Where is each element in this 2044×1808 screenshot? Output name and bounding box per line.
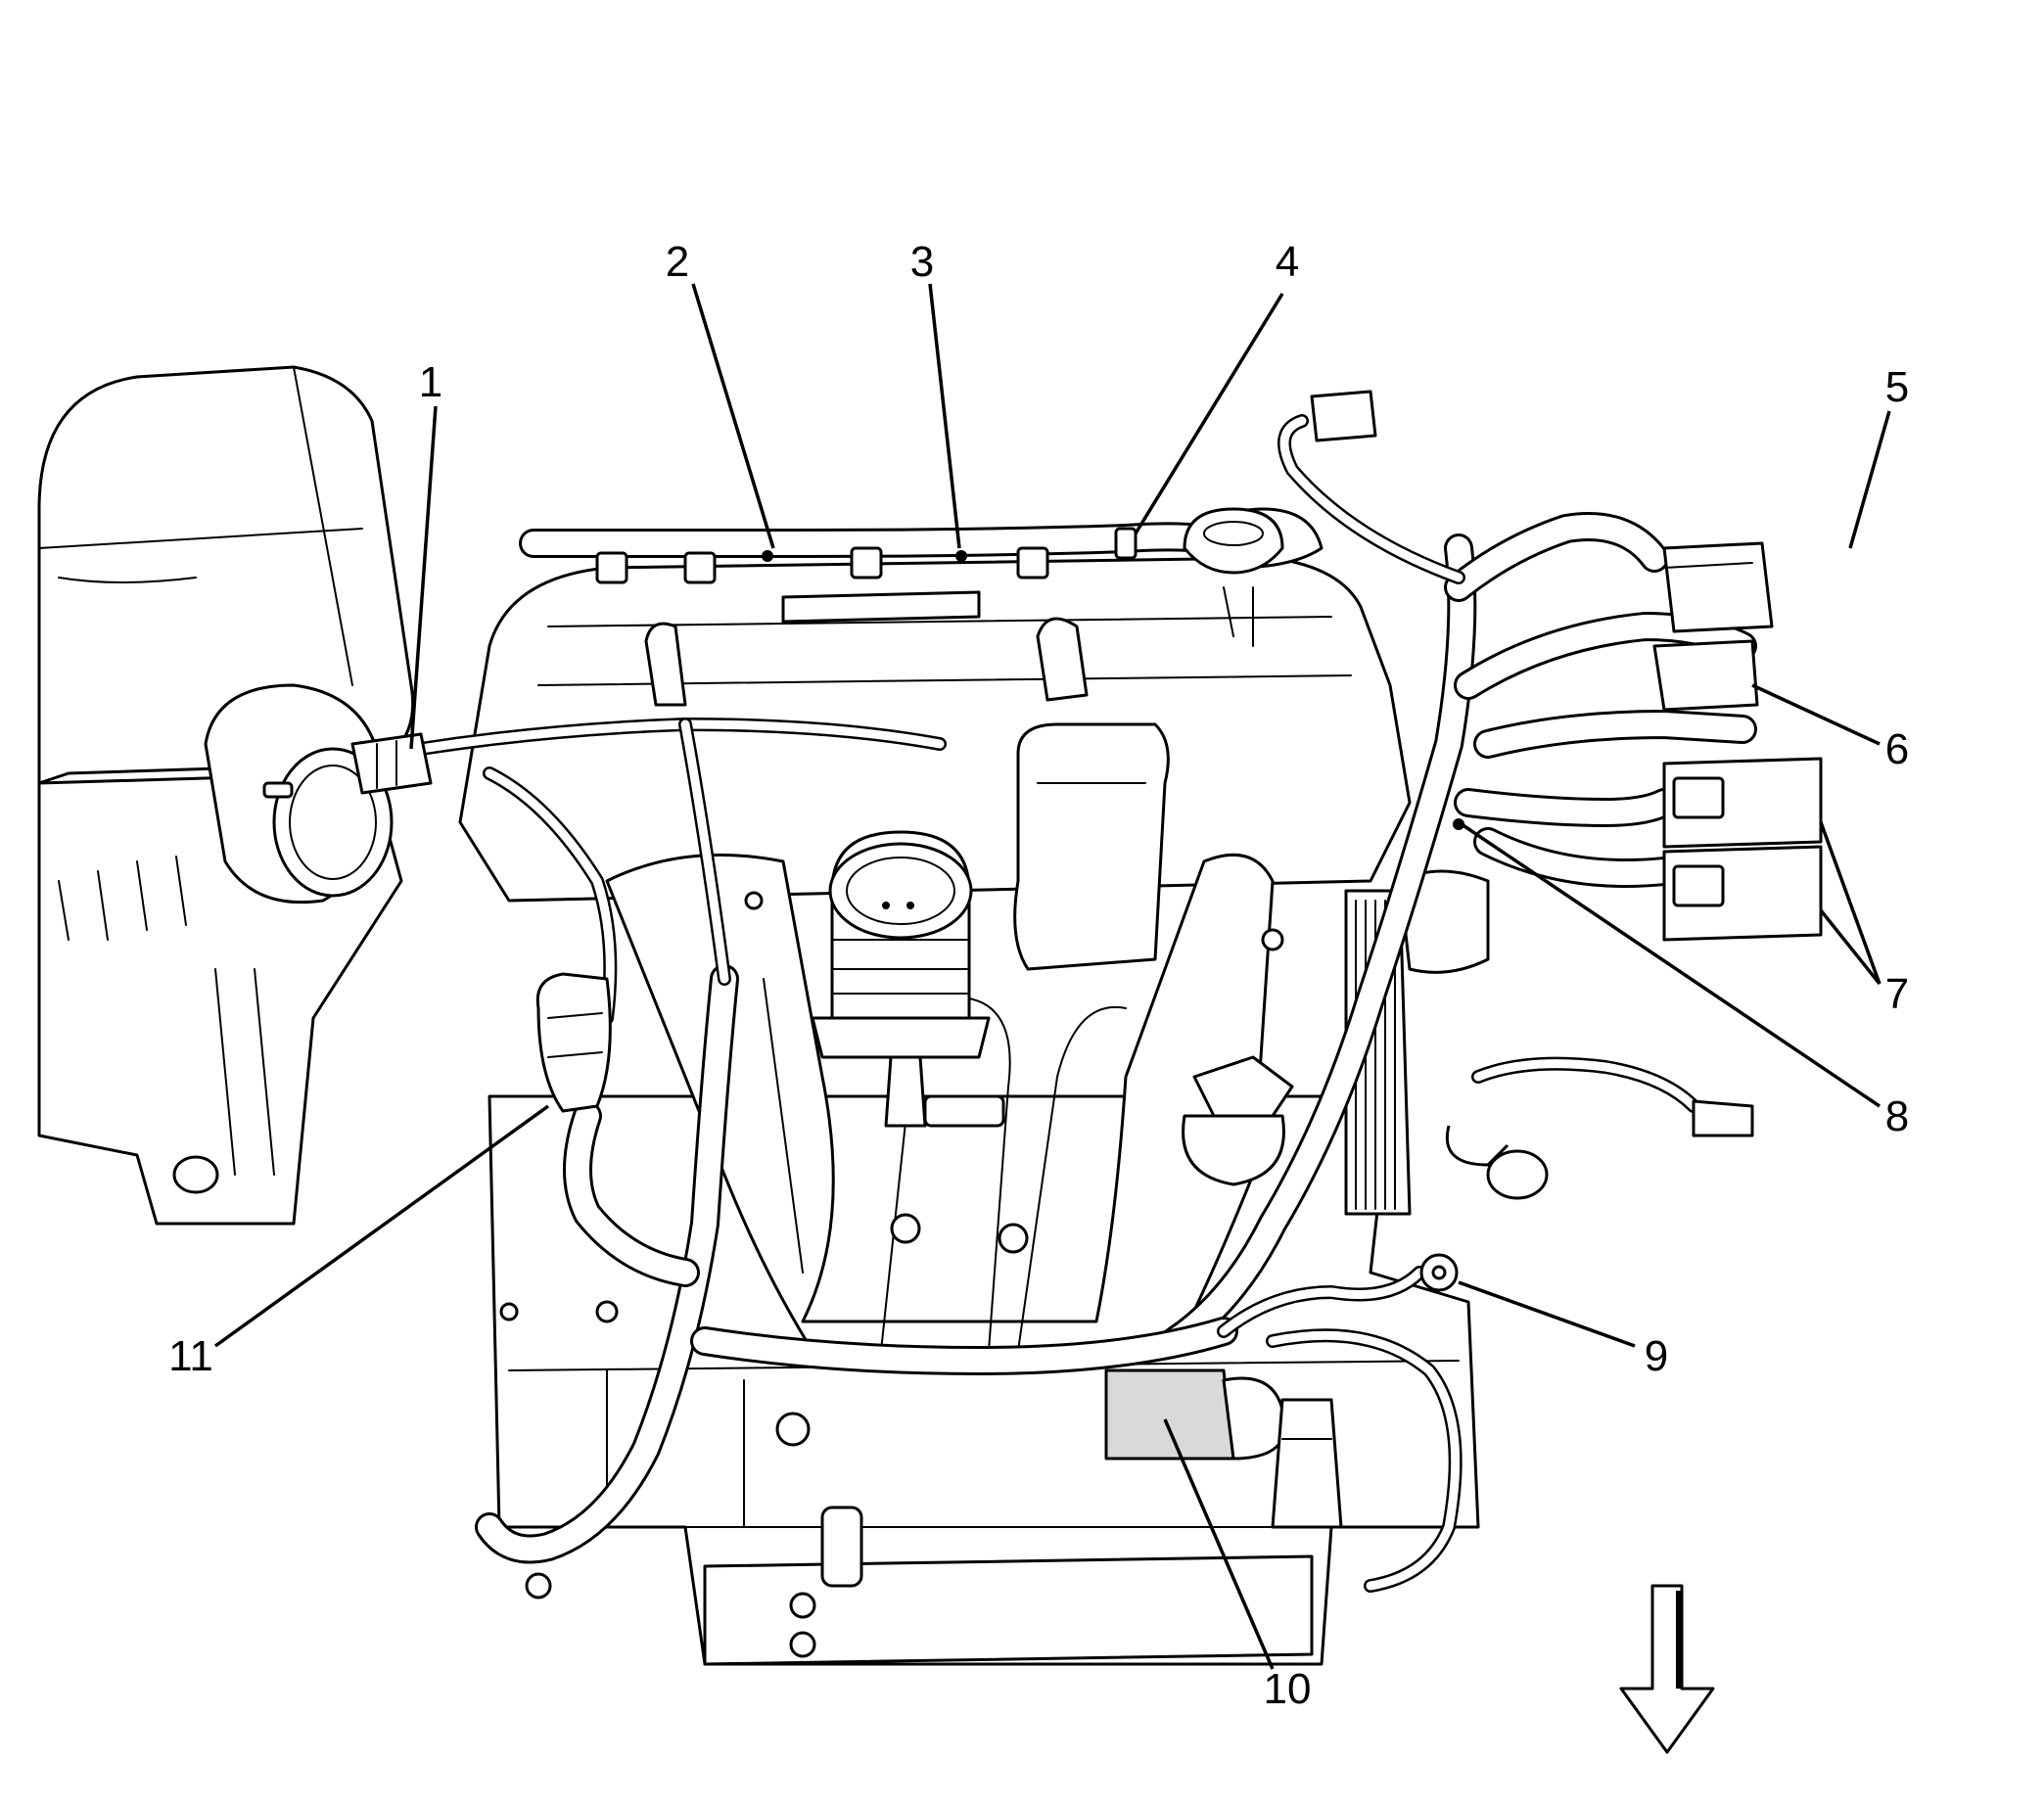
callout-8: 8 [1885, 1092, 1909, 1140]
throttle-body [811, 830, 1005, 1128]
callout-leader-lines [213, 283, 1891, 1670]
starter-motor [1104, 1368, 1343, 1529]
o2-sensor-connector [1692, 1099, 1754, 1137]
callout-2: 2 [666, 238, 689, 286]
callout-3: 3 [910, 238, 934, 286]
bulkhead-connectors [1652, 541, 1823, 942]
fuel-injector-connectors [595, 527, 1138, 584]
callout-6: 6 [1885, 725, 1909, 773]
callout-11: 11 [168, 1332, 213, 1380]
air-cleaner-housing [37, 365, 415, 1226]
callout-10: 10 [1264, 1665, 1312, 1713]
oil-cooler-fins [1344, 869, 1549, 1216]
oil-filler-cap [1183, 507, 1284, 575]
top-connector [1310, 390, 1377, 442]
callout-7: 7 [1885, 970, 1909, 1018]
callout-5: 5 [1885, 363, 1909, 411]
maf-sensor-connector [350, 732, 433, 795]
left-sensor-connector [535, 972, 612, 1113]
ground-terminal [1419, 1253, 1459, 1292]
main-wiring-harness [414, 414, 1757, 1593]
callout-9: 9 [1645, 1332, 1668, 1380]
engine-block [488, 1094, 1480, 1666]
egr-assembly [1013, 722, 1294, 1186]
callout-4: 4 [1276, 238, 1299, 286]
callout-1: 1 [419, 358, 442, 406]
down-arrow-icon [1619, 1584, 1715, 1754]
